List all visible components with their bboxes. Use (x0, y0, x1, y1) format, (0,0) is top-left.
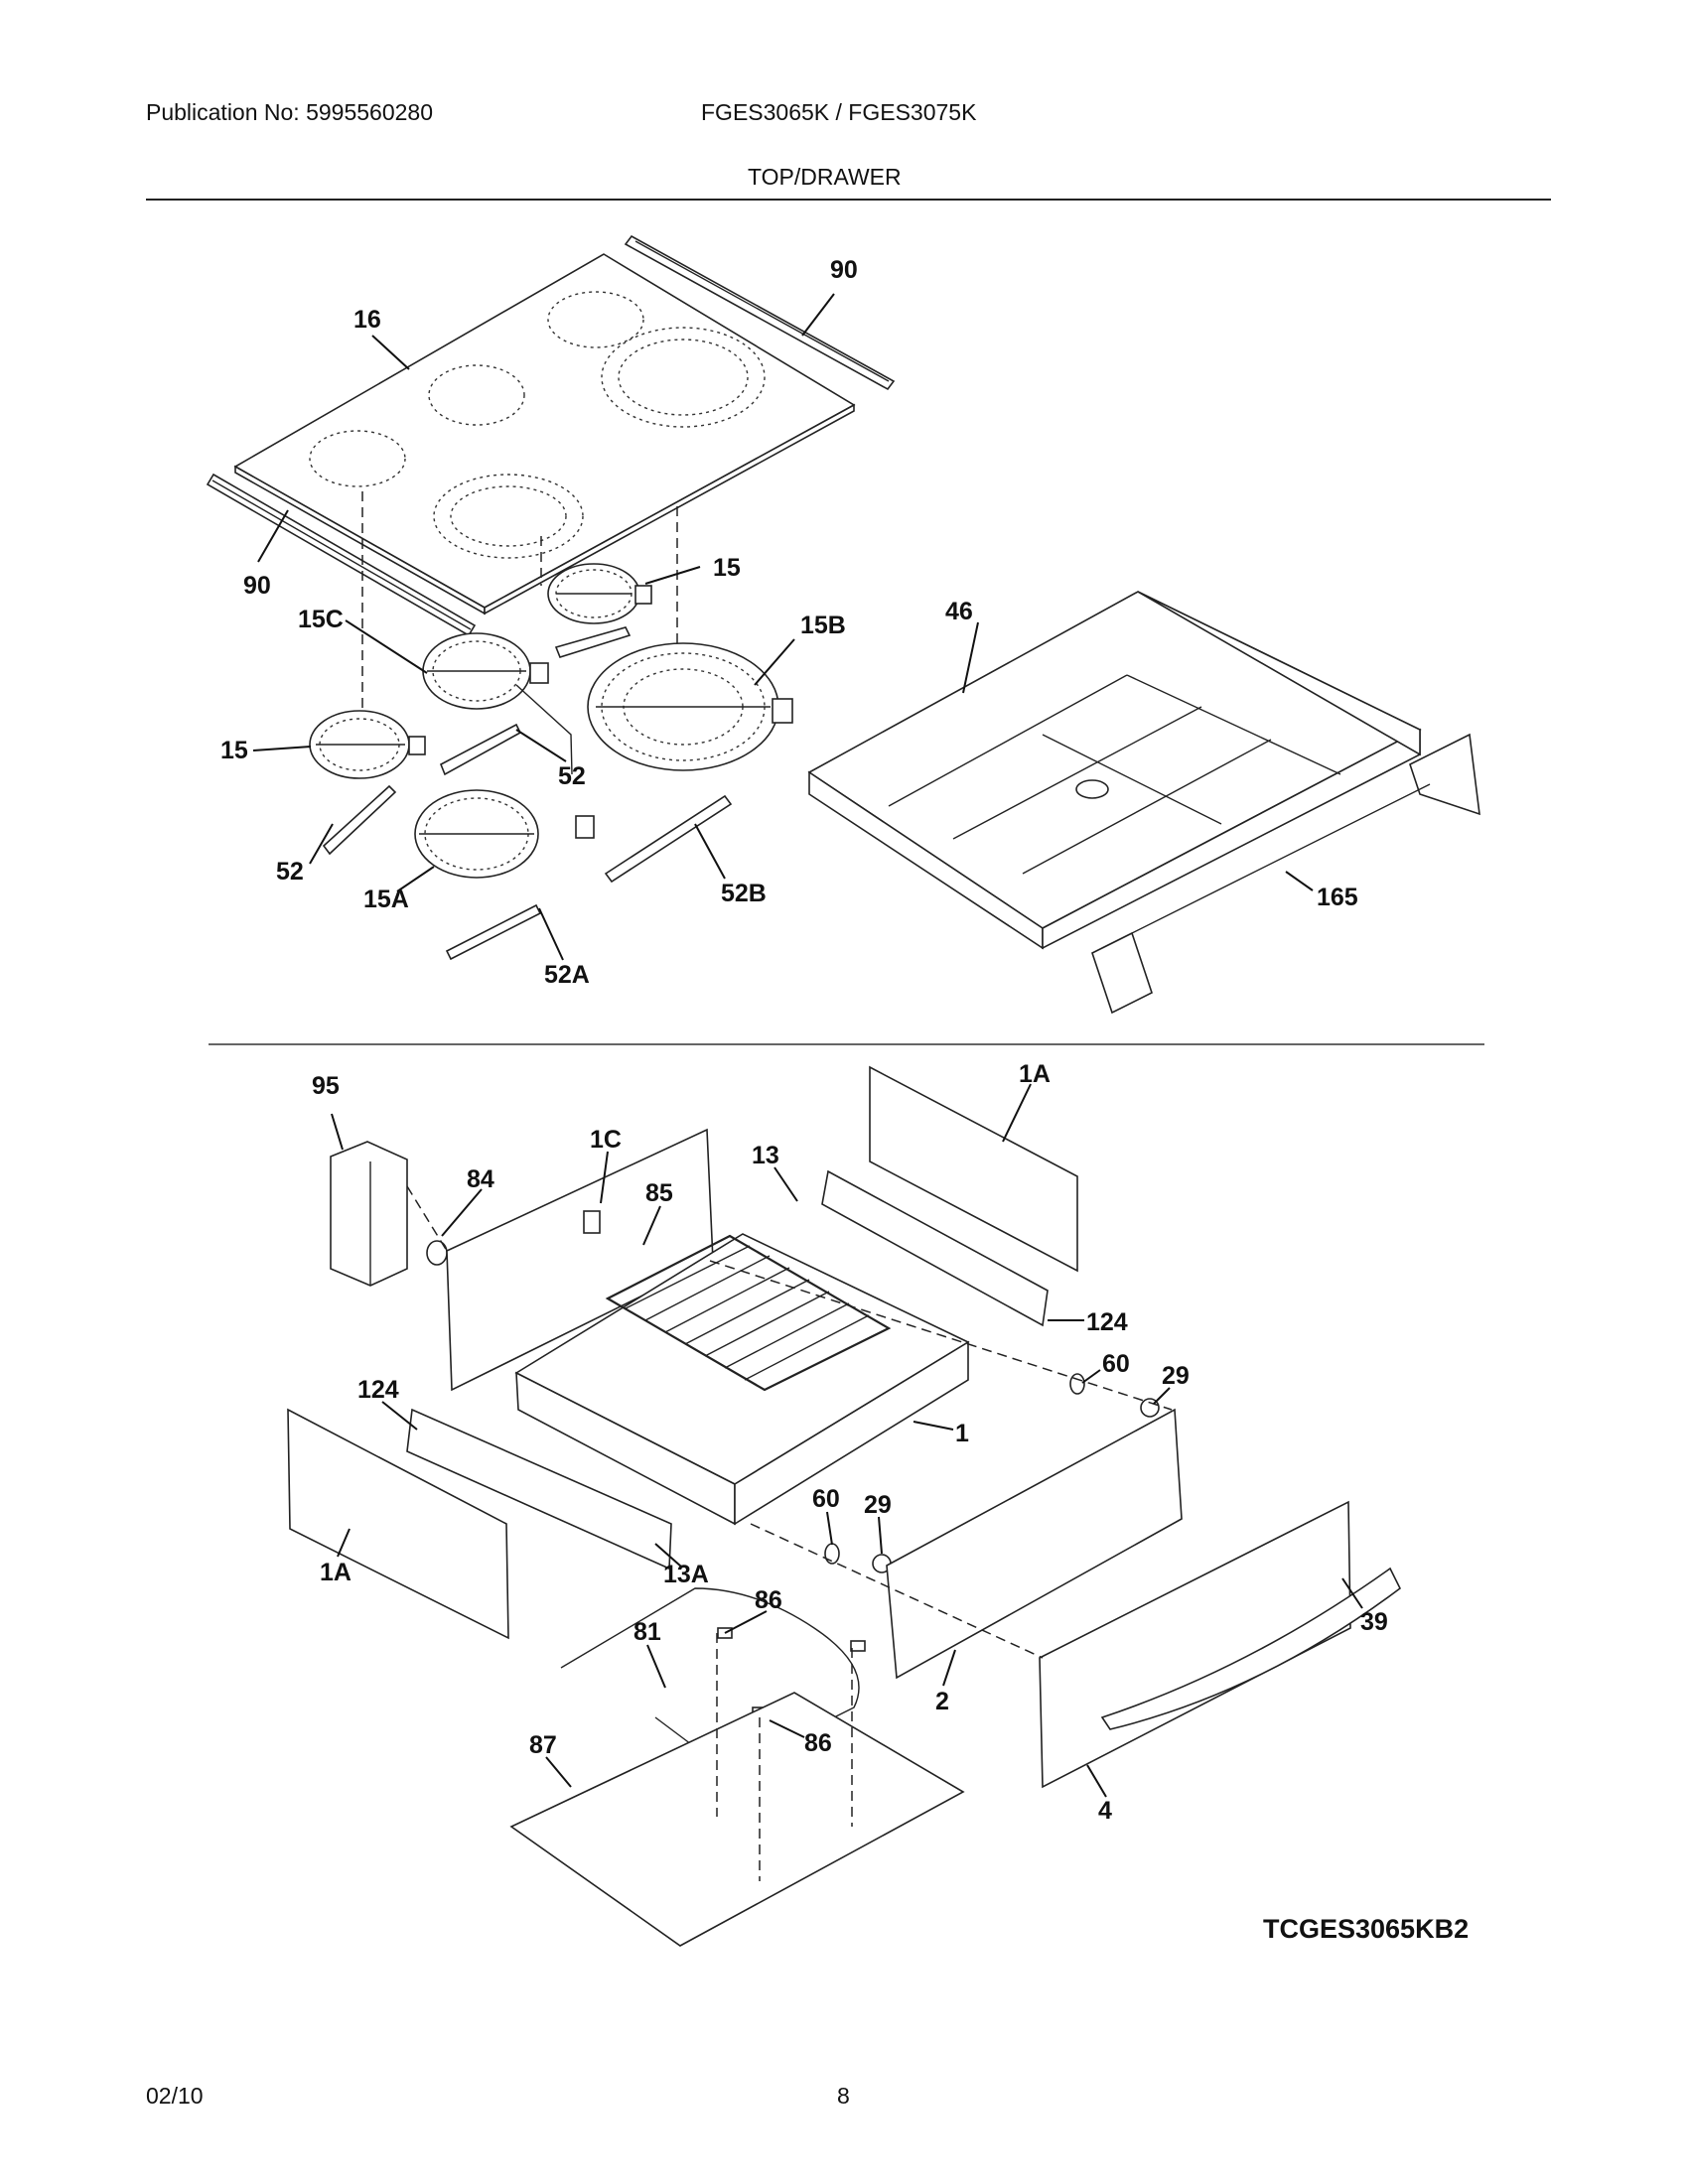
callout-124: 124 (1086, 1308, 1128, 1336)
callout-2: 2 (935, 1688, 949, 1715)
callout-29: 29 (864, 1491, 892, 1519)
callout-1: 1 (955, 1420, 969, 1447)
model-numbers: FGES3065K / FGES3075K (701, 99, 977, 125)
header-rule (146, 199, 1551, 201)
side-panel-1A-right (869, 1065, 1078, 1273)
callout-39: 39 (1360, 1608, 1388, 1636)
callout-95: 95 (312, 1072, 340, 1100)
callout-90: 90 (830, 256, 858, 284)
callout-13A: 13A (663, 1561, 709, 1588)
callout-165: 165 (1317, 884, 1358, 911)
callout-29: 29 (1162, 1362, 1190, 1390)
drawer-bottom-87 (509, 1692, 965, 1947)
callout-52B: 52B (721, 880, 767, 907)
cooktop-frame-46 (807, 591, 1480, 1015)
screw-60-upper (1069, 1373, 1085, 1395)
surface-element-15-rear (547, 563, 652, 624)
callout-81: 81 (633, 1618, 661, 1646)
callout-86: 86 (755, 1586, 782, 1614)
callout-87: 87 (529, 1731, 557, 1759)
surface-element-15C (422, 632, 549, 710)
callout-15A: 15A (363, 886, 409, 913)
surface-element-15-left (309, 710, 426, 779)
callout-52: 52 (558, 762, 586, 790)
wire-harness-52 (322, 626, 733, 961)
publication-number: Publication No: 5995560280 (146, 99, 434, 125)
callout-13: 13 (752, 1142, 779, 1169)
surface-element-15B (587, 642, 793, 771)
diagram-code: TCGES3065KB2 (1263, 1914, 1469, 1944)
callout-15: 15 (713, 554, 741, 582)
trim-strip-rear (624, 234, 896, 391)
bracket-95 (330, 1141, 408, 1287)
cooktop-glass (233, 253, 856, 615)
clip-84 (426, 1240, 448, 1266)
callout-15C: 15C (298, 606, 344, 633)
callout-85: 85 (645, 1179, 673, 1207)
callout-90: 90 (243, 572, 271, 600)
slide-rail-124 (406, 1408, 672, 1570)
callout-46: 46 (945, 598, 973, 625)
callout-1A: 1A (320, 1559, 352, 1586)
section-title: TOP/DRAWER (748, 164, 902, 190)
callout-15: 15 (220, 737, 248, 764)
surface-element-15A (414, 789, 595, 879)
callout-60: 60 (812, 1485, 840, 1513)
rail-13 (821, 1169, 1049, 1327)
leader-lines (252, 293, 1363, 1798)
callout-1A: 1A (1019, 1060, 1051, 1088)
callout-15B: 15B (800, 612, 846, 639)
revision-date: 02/10 (146, 2083, 204, 2109)
callout-52A: 52A (544, 961, 590, 989)
callout-4: 4 (1098, 1797, 1112, 1825)
callout-60: 60 (1102, 1350, 1130, 1378)
callout-84: 84 (467, 1165, 494, 1193)
page-number: 8 (837, 2083, 850, 2109)
side-panel-1A-left (287, 1408, 509, 1640)
callout-86: 86 (804, 1729, 832, 1757)
drawer-handle-39 (1100, 1567, 1402, 1730)
callout-16: 16 (353, 306, 381, 334)
callout-124: 124 (357, 1376, 399, 1404)
oven-rack-85 (605, 1234, 892, 1392)
drawer-front-inner-2 (886, 1408, 1183, 1680)
callout-1C: 1C (590, 1126, 622, 1154)
callout-52: 52 (276, 858, 304, 886)
